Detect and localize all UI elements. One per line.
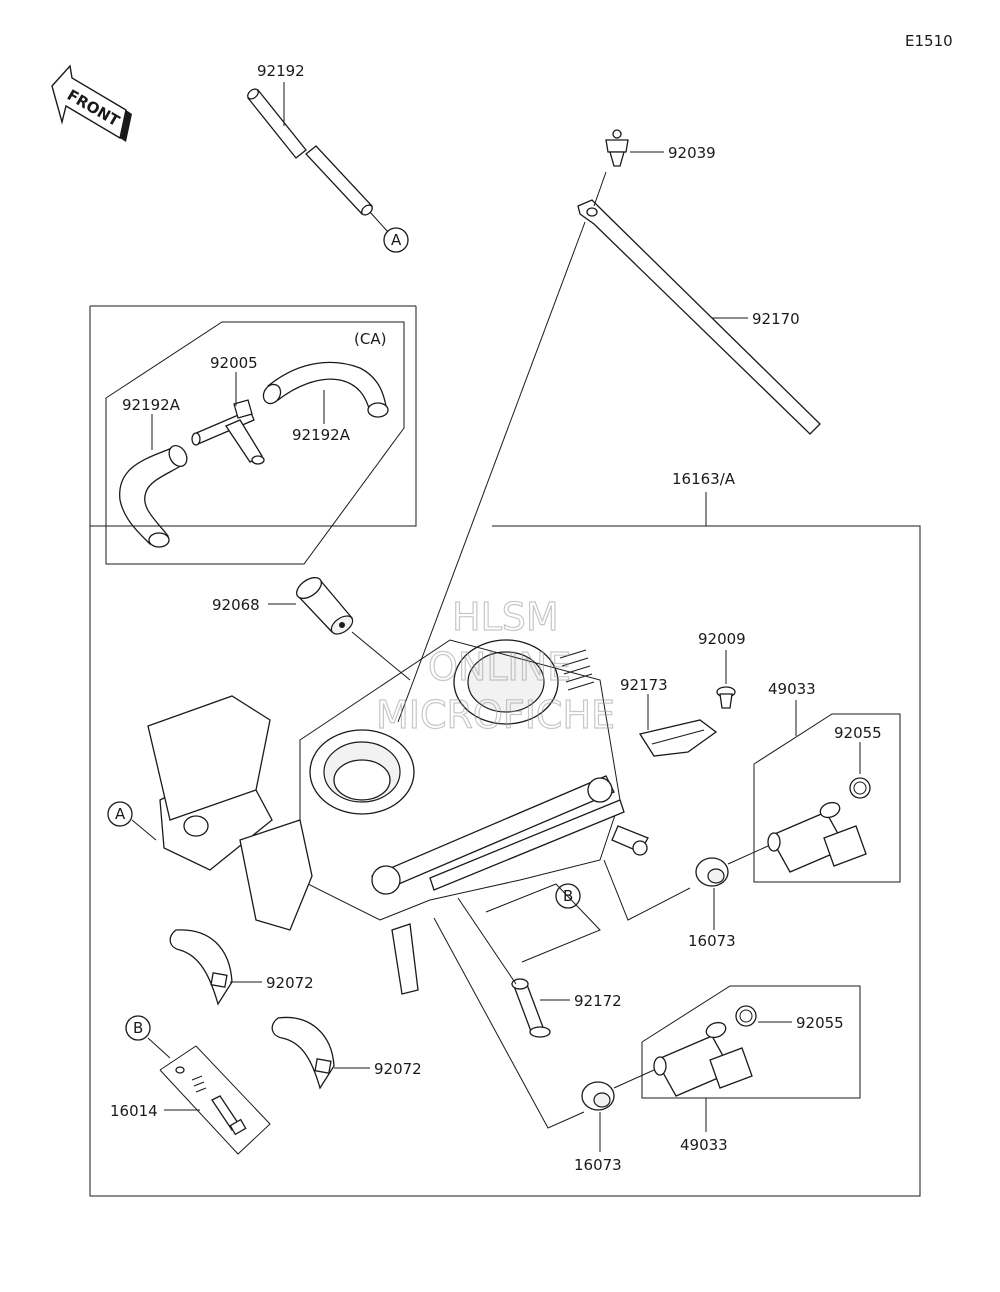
watermark: HLSM ONLINE MICROFICHE — [375, 594, 615, 737]
seal-16073-top[interactable] — [695, 857, 729, 887]
label-16014: 16014 — [110, 1102, 158, 1120]
label-92192a-left: 92192A — [122, 396, 181, 414]
ca-variant-box — [105, 321, 405, 565]
callout-a-left-text: A — [115, 805, 126, 823]
variant-label: (CA) — [354, 330, 386, 348]
screw-92009[interactable] — [716, 686, 736, 709]
label-92192: 92192 — [257, 62, 305, 80]
label-92172: 92172 — [574, 992, 622, 1010]
svg-text:HLSM: HLSM — [452, 595, 559, 639]
assembly-frame-16163 — [89, 305, 921, 1197]
band-92072-top[interactable] — [169, 929, 233, 1006]
front-arrow-icon: FRONT — [51, 64, 132, 142]
tee-92005[interactable] — [191, 399, 265, 465]
band-92072-bottom[interactable] — [271, 1016, 335, 1090]
label-92072-top: 92072 — [266, 974, 314, 992]
callout-a-left — [107, 801, 133, 827]
callout-b-left — [125, 1015, 151, 1041]
cap-92068[interactable] — [293, 573, 356, 637]
label-92009: 92009 — [698, 630, 746, 648]
label-92170: 92170 — [752, 310, 800, 328]
label-92192a-right: 92192A — [292, 426, 351, 444]
label-16163: 16163/A — [672, 470, 736, 488]
svg-text:ONLINE: ONLINE — [428, 645, 571, 689]
label-92005: 92005 — [210, 354, 258, 372]
o-ring-92055-bottom[interactable] — [735, 1005, 757, 1027]
diagram-code: E1510 — [905, 32, 953, 50]
label-92039: 92039 — [668, 144, 716, 162]
throttle-body[interactable] — [147, 639, 649, 995]
bracket-92173[interactable] — [638, 719, 718, 757]
elbow-hose-92192a-right[interactable] — [260, 361, 389, 418]
elbow-hose-92192a-left[interactable] — [119, 442, 191, 548]
injector-49033-top[interactable] — [767, 800, 867, 873]
label-92068: 92068 — [212, 596, 260, 614]
callout-a-top — [383, 227, 409, 253]
label-16073-bottom: 16073 — [574, 1156, 622, 1174]
seal-16073-bottom[interactable] — [581, 1081, 615, 1111]
label-92055-top: 92055 — [834, 724, 882, 742]
injector-49033-bottom[interactable] — [653, 1020, 753, 1097]
label-92072-bottom: 92072 — [374, 1060, 422, 1078]
callout-a-top-text: A — [391, 231, 402, 249]
injector-box-bottom — [641, 985, 861, 1099]
injector-box-top — [753, 713, 901, 883]
label-92055-bottom: 92055 — [796, 1014, 844, 1032]
hose-92192[interactable] — [246, 87, 374, 217]
label-92173: 92173 — [620, 676, 668, 694]
strap-92170[interactable] — [577, 199, 821, 435]
label-49033-bottom: 49033 — [680, 1136, 728, 1154]
screw-kit-16014[interactable] — [159, 1045, 271, 1155]
o-ring-92055-top[interactable] — [849, 777, 871, 799]
svg-text:MICROFICHE: MICROFICHE — [376, 693, 615, 737]
callout-b-left-text: B — [133, 1019, 143, 1037]
label-16073-top: 16073 — [688, 932, 736, 950]
label-49033-top: 49033 — [768, 680, 816, 698]
clip-92039[interactable] — [605, 129, 629, 167]
pin-92172[interactable] — [511, 978, 551, 1038]
